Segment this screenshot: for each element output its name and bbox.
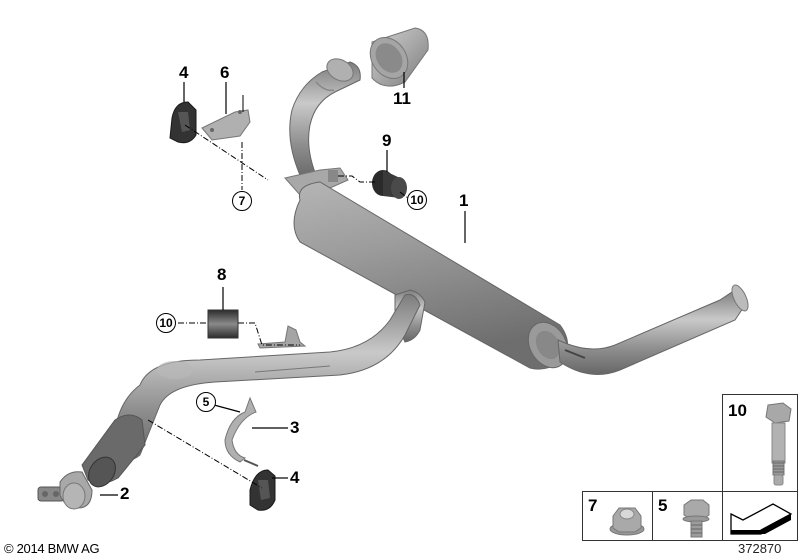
tailpipe-trim-part-11	[369, 27, 429, 87]
callout-circle-5[interactable]: 5	[196, 392, 216, 412]
legend-box-10[interactable]: 10	[722, 394, 798, 492]
callout-11[interactable]: 11	[393, 89, 411, 108]
hex-bolt-long-icon	[765, 402, 792, 486]
view-direction-arrow-icon	[730, 503, 793, 535]
lower-pipe-bracket	[257, 325, 307, 349]
callout-circle-10-upper[interactable]: 10	[407, 190, 427, 210]
legend-label-7: 7	[588, 496, 598, 515]
callout-9[interactable]: 9	[382, 131, 392, 150]
legend-box-7[interactable]: 7	[582, 491, 653, 541]
copyright-notice: © 2014 BMW AG	[4, 541, 100, 556]
legend-box-arrow-symbol[interactable]	[722, 491, 798, 541]
callout-1[interactable]: 1	[459, 191, 469, 210]
front-pipe-end	[81, 414, 146, 488]
hex-nut-icon	[609, 507, 645, 536]
rubber-mount-part-4-lower	[249, 469, 276, 511]
callout-6[interactable]: 6	[220, 63, 230, 82]
clamp-part-2	[37, 471, 93, 510]
rubber-mount-part-4-upper	[169, 101, 197, 144]
upper-inlet-pipe	[289, 58, 361, 181]
legend-box-5[interactable]: 5	[652, 491, 723, 541]
rear-tailpipe	[557, 284, 749, 375]
rubber-mount-part-8	[207, 309, 239, 339]
assembly-lines	[147, 124, 409, 489]
callout-2[interactable]: 2	[120, 484, 130, 503]
callout-3[interactable]: 3	[290, 418, 300, 437]
rubber-mount-part-9	[372, 170, 407, 199]
leader-lines	[100, 72, 466, 496]
callout-8[interactable]: 8	[217, 265, 227, 284]
hex-bolt-short-icon	[682, 499, 710, 538]
callout-4-lower[interactable]: 4	[290, 468, 300, 487]
legend-label-10: 10	[728, 401, 747, 420]
rear-silencer-part-1	[293, 181, 569, 370]
legend-label-5: 5	[658, 496, 668, 515]
bracket-part-3	[224, 396, 259, 467]
bracket-part-6	[201, 95, 251, 141]
callout-circle-10-lower[interactable]: 10	[156, 313, 176, 333]
diagram-number: 372870	[738, 541, 782, 556]
callout-circle-7[interactable]: 7	[232, 191, 252, 211]
callout-4-upper[interactable]: 4	[179, 63, 189, 82]
